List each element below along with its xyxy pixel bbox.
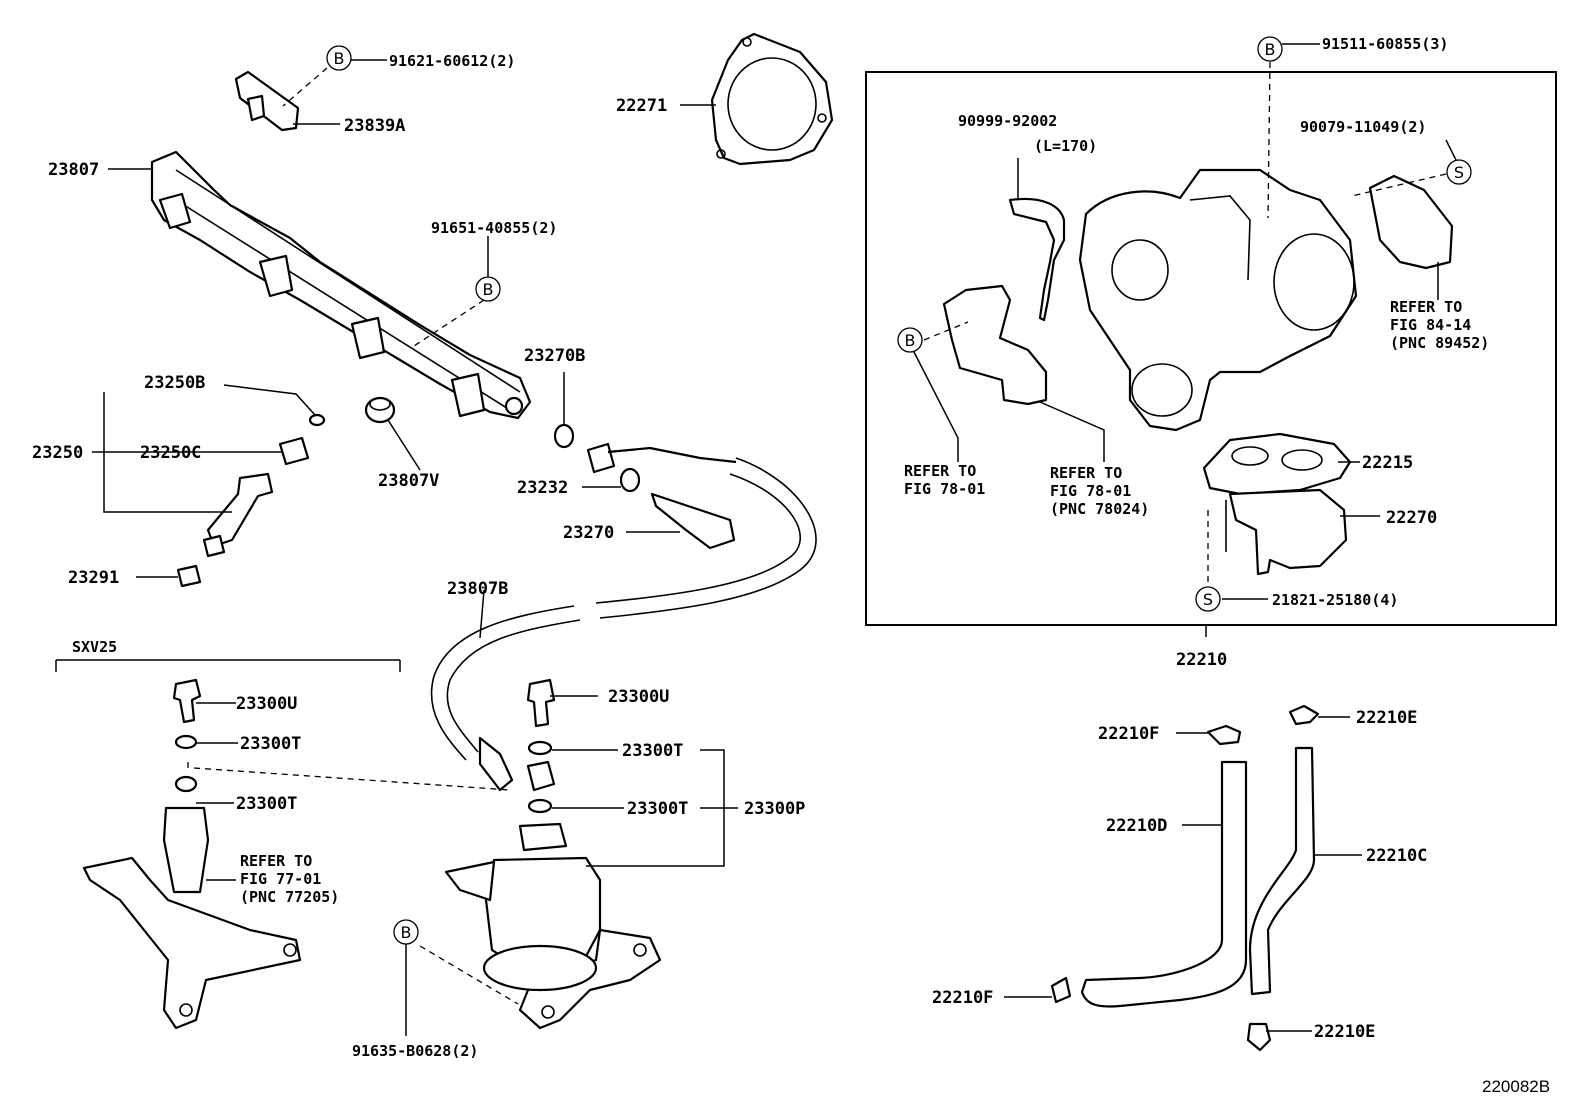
callout-s-90079: S: [1446, 159, 1472, 185]
gasket-22271-drawing: [680, 32, 834, 166]
label-sxv25: SXV25: [72, 638, 117, 656]
svg-text:FIG 78-01: FIG 78-01: [904, 480, 985, 498]
label-23839a: 23839A: [344, 116, 405, 136]
label-23807v: 23807V: [378, 471, 439, 491]
label-23291: 23291: [68, 568, 119, 588]
label-22210f-bottom: 22210F: [932, 988, 993, 1008]
throttle-bracket-drawing: [913, 284, 1105, 462]
reference-fig-78-01-b: REFER TO FIG 78-01 (PNC 78024): [1050, 464, 1149, 518]
throttle-body-drawing: [1008, 61, 1457, 432]
svg-text:B: B: [905, 331, 916, 350]
sxv25-regulator-drawing: [55, 659, 511, 1030]
insulator-23807v-drawing: [364, 396, 421, 471]
label-23300t-left-1: 23300T: [240, 734, 301, 754]
label-90079-11049: 90079-11049(2): [1300, 118, 1426, 136]
label-22215: 22215: [1362, 453, 1413, 473]
label-91651-40855: 91651-40855(2): [431, 219, 557, 237]
fuel-delivery-pipe-23807-drawing: [108, 150, 532, 420]
label-23270b: 23270B: [524, 346, 585, 366]
label-22210f-top: 22210F: [1098, 724, 1159, 744]
label-23250c: 23250C: [140, 443, 201, 463]
label-22210c: 22210C: [1366, 846, 1427, 866]
svg-text:REFER TO: REFER TO: [1390, 298, 1462, 316]
label-22210e-bottom: 22210E: [1314, 1022, 1375, 1042]
reference-fig-78-01-a: REFER TO FIG 78-01: [904, 462, 985, 498]
svg-text:FIG 84-14: FIG 84-14: [1390, 316, 1471, 334]
label-23250b: 23250B: [144, 373, 205, 393]
svg-text:REFER TO: REFER TO: [904, 462, 976, 480]
label-23300p: 23300P: [744, 799, 805, 819]
label-22210: 22210: [1176, 650, 1227, 670]
svg-text:B: B: [483, 280, 494, 299]
label-23300t-mid-1: 23300T: [622, 741, 683, 761]
svg-text:B: B: [334, 49, 345, 68]
label-91511-60855: 91511-60855(3): [1322, 35, 1448, 53]
reference-fig-77-01: REFER TO FIG 77-01 (PNC 77205): [240, 852, 339, 906]
callout-b-91511: B: [1257, 36, 1320, 62]
label-22271: 22271: [616, 96, 667, 116]
svg-text:(PNC 89452): (PNC 89452): [1390, 334, 1489, 352]
reference-fig-84-14: REFER TO FIG 84-14 (PNC 89452): [1390, 298, 1489, 352]
label-22270: 22270: [1386, 508, 1437, 528]
label-91635-b0628: 91635-B0628(2): [352, 1042, 478, 1060]
label-22210e-top: 22210E: [1356, 708, 1417, 728]
label-90999-92002: 90999-92002: [958, 112, 1057, 130]
label-23300u-left: 23300U: [236, 694, 297, 714]
idle-air-control-drawing: [1202, 432, 1380, 600]
callout-b-91651: B: [475, 236, 501, 302]
fuel-hose-23807b-drawing: [430, 457, 817, 792]
label-23232: 23232: [517, 478, 568, 498]
svg-text:FIG 78-01: FIG 78-01: [1050, 482, 1131, 500]
svg-text:(PNC 78024): (PNC 78024): [1050, 500, 1149, 518]
label-23807b: 23807B: [447, 579, 508, 599]
label-23300t-left-2: 23300T: [236, 794, 297, 814]
label-23300t-mid-2: 23300T: [627, 799, 688, 819]
svg-text:S: S: [1454, 163, 1464, 182]
pressure-regulator-23300p-drawing: [405, 678, 738, 1036]
label-91621-60612: 91621-60612(2): [389, 52, 515, 70]
callout-b-91635: B: [393, 919, 419, 945]
diagram-id: 220082B: [1482, 1077, 1550, 1096]
label-23807: 23807: [48, 160, 99, 180]
label-22210d: 22210D: [1106, 816, 1167, 836]
svg-text:(PNC 77205): (PNC 77205): [240, 888, 339, 906]
water-bypass-hoses-drawing: [1004, 704, 1362, 1052]
throttle-body-assembly-frame: [865, 71, 1557, 626]
svg-text:REFER TO: REFER TO: [240, 852, 312, 870]
svg-text:S: S: [1203, 590, 1213, 609]
callout-s-21821: S: [1195, 586, 1221, 612]
injector-23250-drawing: [92, 384, 326, 588]
bracket-23839a-drawing: [234, 67, 340, 132]
svg-text:B: B: [1265, 40, 1276, 59]
svg-text:B: B: [401, 923, 412, 942]
label-21821-25180: 21821-25180(4): [1272, 591, 1398, 609]
label-23300u-mid: 23300U: [608, 687, 669, 707]
callout-b-bracket: B: [897, 327, 923, 353]
svg-text:FIG 77-01: FIG 77-01: [240, 870, 321, 888]
label-23250: 23250: [32, 443, 83, 463]
fuel-fittings-drawing: [553, 372, 737, 550]
callout-b-91621: B: [326, 45, 387, 71]
label-l170: (L=170): [1034, 137, 1097, 155]
label-23270: 23270: [563, 523, 614, 543]
svg-text:REFER TO: REFER TO: [1050, 464, 1122, 482]
